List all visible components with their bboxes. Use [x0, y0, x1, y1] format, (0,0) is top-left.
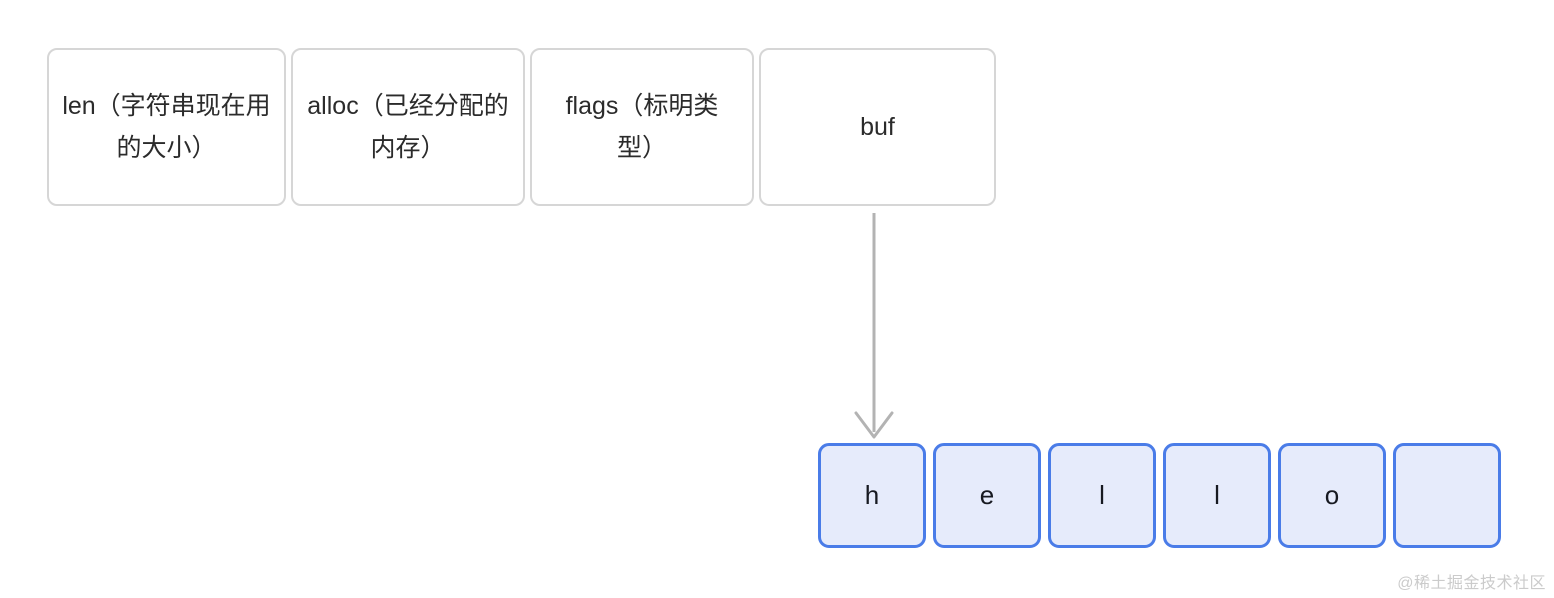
char-cell-value: l: [1099, 480, 1105, 510]
field-box-alloc: alloc（已经分配的内存）: [291, 48, 525, 206]
char-cell: l: [1048, 443, 1156, 548]
char-cell: e: [933, 443, 1041, 548]
char-cell: o: [1278, 443, 1386, 548]
field-box-buf: buf: [759, 48, 996, 206]
field-box-flags: flags（标明类型）: [530, 48, 754, 206]
char-cell: h: [818, 443, 926, 548]
char-buffer-row: h e l l o: [818, 443, 1501, 548]
field-label-len: len（字符串现在用的大小）: [62, 92, 271, 162]
buf-pointer-arrow: [854, 213, 894, 439]
field-box-len: len（字符串现在用的大小）: [47, 48, 286, 206]
field-label-buf: buf: [860, 113, 895, 141]
char-cell-value: o: [1324, 480, 1340, 510]
watermark: @稀土掘金技术社区: [1397, 575, 1546, 592]
char-cell-value: e: [979, 480, 995, 510]
char-cell: [1393, 443, 1501, 548]
struct-fields-row: len（字符串现在用的大小） alloc（已经分配的内存） flags（标明类型…: [47, 48, 996, 206]
field-label-alloc: alloc（已经分配的内存）: [307, 92, 509, 162]
char-cell-value: h: [864, 480, 880, 510]
field-label-flags: flags（标明类型）: [565, 92, 719, 162]
char-cell-value: l: [1214, 480, 1220, 510]
char-cell: l: [1163, 443, 1271, 548]
